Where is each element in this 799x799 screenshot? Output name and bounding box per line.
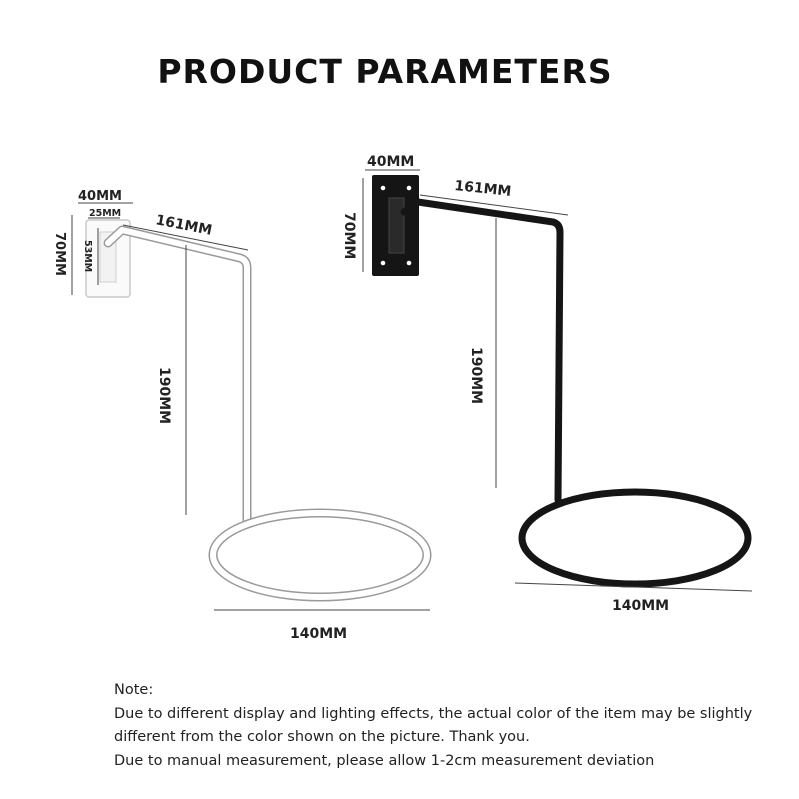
white-ring-diameter-label: 140MM bbox=[290, 626, 347, 642]
black-screw-hole bbox=[406, 185, 412, 191]
white-hanger bbox=[85, 219, 432, 602]
black-plate-height-label: 70MM bbox=[341, 212, 357, 259]
page-title: PRODUCT PARAMETERS bbox=[157, 52, 613, 91]
white-plate-height-label: 70MM bbox=[52, 232, 67, 276]
black-mount-bracket bbox=[388, 197, 405, 254]
white-plate-width-label: 40MM bbox=[78, 189, 122, 204]
black-hanger bbox=[372, 175, 752, 588]
white-hole-spacing-h-label: 25MM bbox=[89, 208, 121, 219]
black-plate-width-label: 40MM bbox=[367, 154, 414, 170]
black-ring-diameter-label: 140MM bbox=[612, 598, 669, 614]
white-dimension-lines bbox=[71, 202, 430, 611]
white-drop-height-label: 190MM bbox=[156, 367, 172, 424]
black-arm-length-label: 161MM bbox=[454, 178, 512, 200]
black-hanger-ring bbox=[518, 488, 752, 588]
black-screw-hole bbox=[380, 185, 386, 191]
white-hole-spacing-v-label: 53MM bbox=[82, 240, 93, 272]
notes-line: Due to manual measurement, please allow … bbox=[114, 752, 655, 769]
notes-section: Note: Due to different display and light… bbox=[114, 679, 764, 773]
black-screw-hole bbox=[406, 260, 412, 266]
black-screw-hole bbox=[380, 260, 386, 266]
black-drop-height-label: 190MM bbox=[468, 347, 484, 404]
notes-heading: Note: bbox=[114, 682, 154, 698]
notes-line: different from the color shown on the pi… bbox=[114, 729, 530, 745]
black-dimension-lines bbox=[362, 169, 753, 592]
white-arm-length-label: 161MM bbox=[154, 212, 213, 239]
black-hanger-rod bbox=[400, 198, 564, 504]
notes-line: Due to different display and lighting ef… bbox=[114, 705, 753, 722]
